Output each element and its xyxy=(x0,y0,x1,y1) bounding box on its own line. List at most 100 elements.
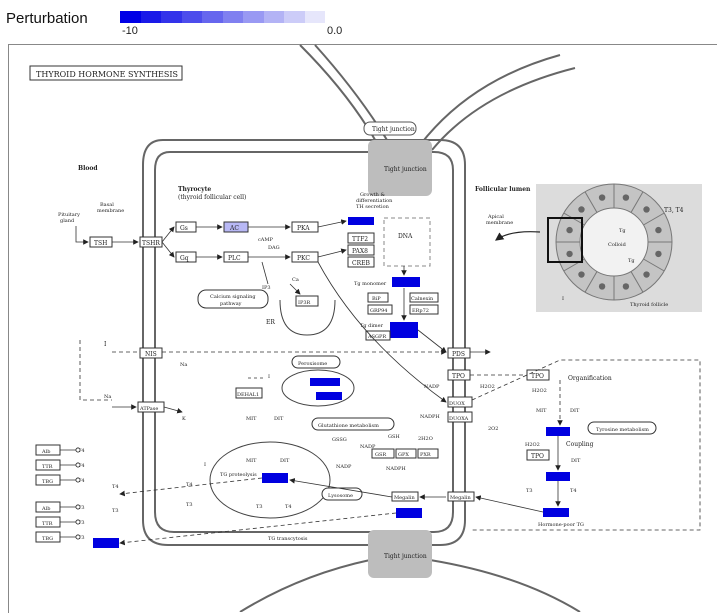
svg-text:NIS: NIS xyxy=(145,351,157,358)
svg-text:Megalin: Megalin xyxy=(450,495,471,501)
svg-text:T3, T4: T3, T4 xyxy=(664,207,684,214)
svg-text:membrane: membrane xyxy=(97,208,124,214)
svg-text:TSHR: TSHR xyxy=(142,240,160,247)
svg-text:Thyroid follicle: Thyroid follicle xyxy=(630,302,668,308)
svg-text:Tight junction: Tight junction xyxy=(384,166,427,173)
membrane-curve-bottom-right xyxy=(430,560,580,612)
svg-text:Calcium signaling: Calcium signaling xyxy=(210,294,256,300)
svg-text:TPO: TPO xyxy=(531,453,544,460)
svg-text:H2O2: H2O2 xyxy=(532,388,547,394)
svg-text:T4: T4 xyxy=(186,482,193,488)
svg-text:membrane: membrane xyxy=(486,220,513,226)
follicle-pointer-arrow xyxy=(496,232,540,240)
svg-text:GSR: GSR xyxy=(375,452,386,458)
svg-text:Tg: Tg xyxy=(619,228,626,234)
svg-text:Hormone-poor TG: Hormone-poor TG xyxy=(538,522,584,528)
svg-text:T3: T3 xyxy=(526,488,533,494)
svg-text:I: I xyxy=(562,296,564,302)
node-tg-dimer[interactable] xyxy=(390,322,418,338)
node-peroxisome-gene1[interactable] xyxy=(310,378,340,386)
node-tg-monomer[interactable] xyxy=(392,277,420,287)
svg-text:H2O2: H2O2 xyxy=(480,384,495,390)
svg-text:Lysosome: Lysosome xyxy=(328,493,353,499)
svg-text:Tg monomer: Tg monomer xyxy=(354,281,387,287)
follicle-cell-nucleus xyxy=(566,227,572,233)
svg-text:TH secretion: TH secretion xyxy=(356,204,390,210)
svg-text:Na: Na xyxy=(104,394,111,400)
svg-text:T4: T4 xyxy=(78,463,85,469)
svg-text:GSSG: GSSG xyxy=(332,437,347,443)
node-tg-proteolysis[interactable] xyxy=(262,473,288,483)
follicle-cell-nucleus xyxy=(623,194,629,200)
follicle-cell-nucleus xyxy=(643,206,649,212)
svg-text:PKA: PKA xyxy=(297,225,310,232)
svg-text:gland: gland xyxy=(60,218,75,224)
follicle-cell-nucleus xyxy=(623,283,629,289)
follicle-cell-nucleus xyxy=(566,251,572,257)
node-organification-tg[interactable] xyxy=(546,427,570,436)
svg-text:MIT: MIT xyxy=(246,458,257,464)
svg-text:I: I xyxy=(104,341,107,348)
svg-text:NADP: NADP xyxy=(336,464,352,470)
node-tg-transcytosis[interactable] xyxy=(93,538,119,548)
svg-text:TG proteolysis: TG proteolysis xyxy=(220,472,257,478)
svg-text:Calnexin: Calnexin xyxy=(411,296,434,302)
svg-text:BiP: BiP xyxy=(372,296,381,302)
svg-text:I: I xyxy=(268,374,270,380)
svg-text:PDS: PDS xyxy=(452,351,465,358)
svg-text:T4: T4 xyxy=(78,478,85,484)
svg-text:Tight junction: Tight junction xyxy=(384,553,427,560)
svg-text:Tight junction: Tight junction xyxy=(372,126,415,133)
svg-text:TPO: TPO xyxy=(531,373,544,380)
svg-text:DAG: DAG xyxy=(268,245,280,251)
svg-text:GSH: GSH xyxy=(388,434,400,440)
svg-text:T4: T4 xyxy=(78,448,85,454)
dna-box xyxy=(384,218,430,266)
svg-text:T4: T4 xyxy=(112,484,119,490)
node-growth[interactable] xyxy=(348,217,374,225)
diagram-title: THYROID HORMONE SYNTHESIS xyxy=(36,70,178,79)
svg-text:T3: T3 xyxy=(112,508,119,514)
svg-text:Alb: Alb xyxy=(41,506,50,512)
svg-text:Glutathione metabolism: Glutathione metabolism xyxy=(318,423,379,429)
svg-text:PKC: PKC xyxy=(297,255,310,262)
follicle-cell-nucleus xyxy=(655,251,661,257)
svg-text:DIT: DIT xyxy=(280,458,290,464)
follicle-cell-nucleus xyxy=(578,206,584,212)
svg-text:IP3R: IP3R xyxy=(298,300,311,306)
svg-text:2O2: 2O2 xyxy=(488,426,498,432)
svg-text:Na: Na xyxy=(180,362,187,368)
svg-text:cAMP: cAMP xyxy=(258,237,274,243)
svg-text:Peroxisome: Peroxisome xyxy=(298,361,327,367)
svg-text:Megalin: Megalin xyxy=(394,495,415,501)
svg-text:DUOX: DUOX xyxy=(449,401,465,407)
svg-text:TTR: TTR xyxy=(42,464,53,470)
node-peroxisome-gene2[interactable] xyxy=(316,392,342,400)
node-coupling-tg[interactable] xyxy=(546,472,570,481)
node-megalin-tg[interactable] xyxy=(396,508,422,518)
svg-text:ERp72: ERp72 xyxy=(412,308,429,314)
svg-text:Tg: Tg xyxy=(628,258,635,264)
svg-text:Blood: Blood xyxy=(78,165,98,172)
svg-text:TBG: TBG xyxy=(42,536,53,542)
membrane-curve-bottom-left xyxy=(240,560,370,612)
follicle-cell-nucleus xyxy=(599,194,605,200)
svg-text:Gs: Gs xyxy=(180,225,188,232)
svg-text:I: I xyxy=(204,462,206,468)
node-hormone-poor-tg[interactable] xyxy=(543,508,569,517)
svg-text:K: K xyxy=(182,416,186,422)
follicle-cell-nucleus xyxy=(643,271,649,277)
svg-text:Coupling: Coupling xyxy=(566,441,594,448)
peroxisome-compartment xyxy=(282,370,354,406)
svg-text:DIT: DIT xyxy=(274,416,284,422)
svg-text:T3: T3 xyxy=(78,505,85,511)
svg-text:Ca: Ca xyxy=(292,277,299,283)
svg-text:Tyrosine metabolism: Tyrosine metabolism xyxy=(596,427,649,433)
svg-text:GRP94: GRP94 xyxy=(370,308,388,314)
svg-text:2H2O: 2H2O xyxy=(418,436,433,442)
svg-text:PLC: PLC xyxy=(228,255,241,262)
svg-text:NADPH: NADPH xyxy=(420,414,440,420)
svg-text:GPX: GPX xyxy=(398,452,409,458)
svg-text:Organification: Organification xyxy=(568,375,612,382)
svg-text:ATPase: ATPase xyxy=(139,406,158,412)
